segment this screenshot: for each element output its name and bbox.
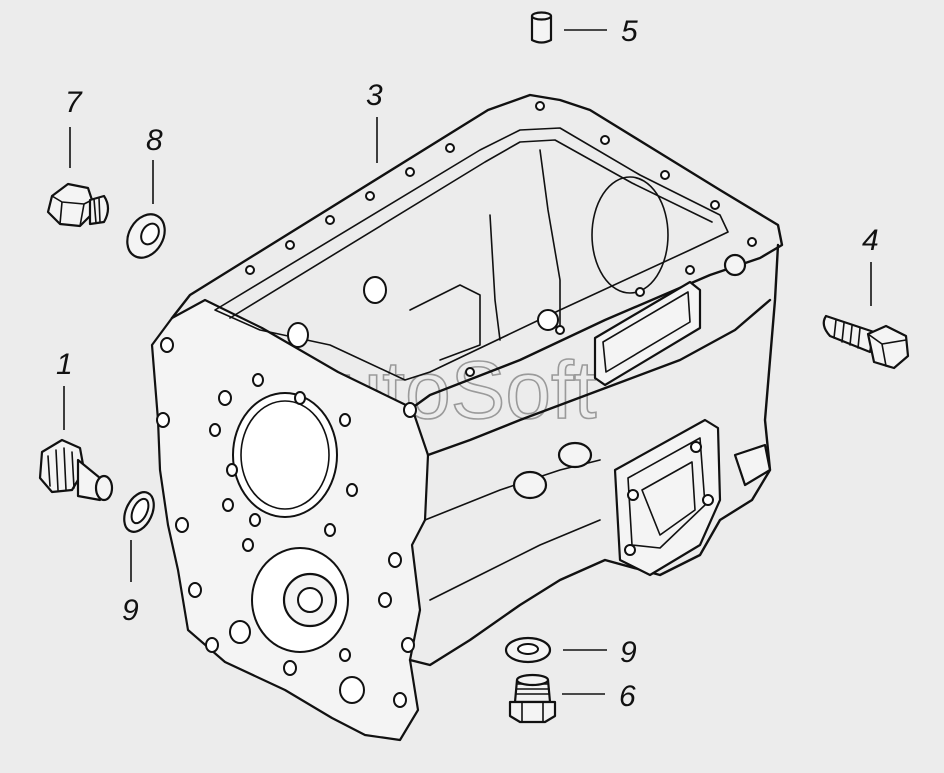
part-6-plug (508, 673, 557, 724)
housing-nameplate (593, 280, 702, 387)
callout-labels: 5 7 8 3 4 1 9 9 6 (56, 15, 879, 713)
part-7-plug (46, 182, 110, 228)
callout-5: 5 (621, 15, 638, 48)
part-5-pin (530, 11, 553, 44)
housing-top-opening (214, 127, 729, 381)
top-rim-bolt-holes (245, 101, 757, 377)
part-9-washer-bottom (504, 636, 552, 664)
side-cover-flange (613, 418, 722, 577)
callout-3: 3 (366, 79, 383, 112)
front-bearing-bore (232, 392, 338, 518)
housing-front-flange (150, 298, 430, 742)
part-8-washer (126, 213, 166, 259)
part-9-washer-left (123, 491, 155, 533)
leader-lines (63, 29, 872, 695)
housing-right-side (408, 243, 780, 667)
rear-bearing-bore (591, 176, 669, 294)
callout-4: 4 (862, 224, 879, 257)
housing-top-rim (170, 93, 784, 410)
part-1-plug (38, 438, 114, 502)
callout-6: 6 (619, 680, 636, 713)
callout-9-left: 9 (122, 594, 139, 627)
part-4-bolt (822, 314, 910, 370)
callout-1: 1 (56, 348, 73, 381)
callout-8: 8 (146, 124, 163, 157)
callout-9-bottom: 9 (620, 636, 637, 669)
gearbox-housing (150, 93, 784, 742)
callout-7: 7 (65, 86, 83, 119)
front-flange-bolt-holes (156, 337, 417, 708)
